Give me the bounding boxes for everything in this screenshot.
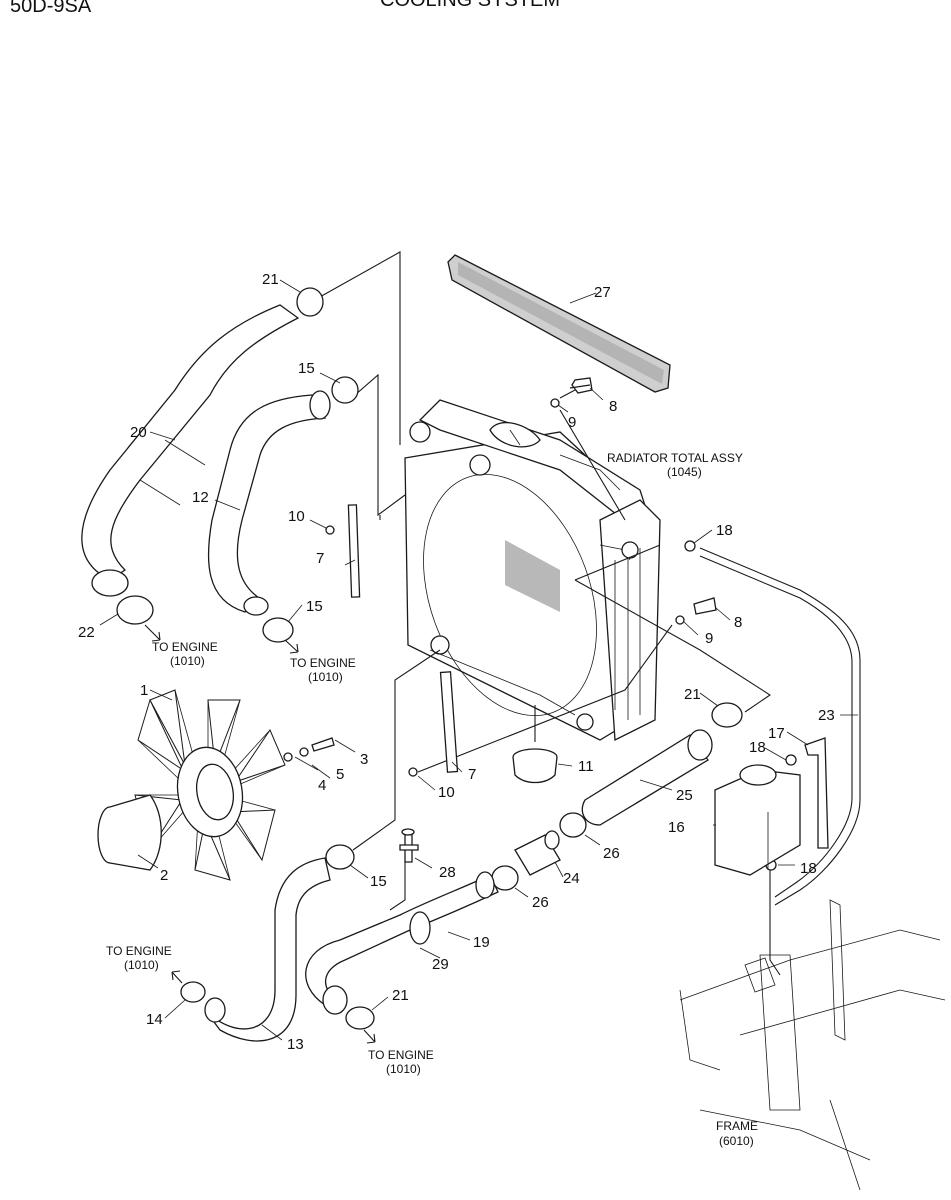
part-label-8b: 8 (734, 614, 742, 631)
lower-hose-part (204, 857, 331, 1042)
part-label-5: 5 (336, 766, 344, 783)
radiator-assembly (404, 399, 661, 742)
radiator-hose-part (207, 390, 331, 616)
part-label-25: 25 (676, 787, 693, 804)
fastener-parts (283, 377, 797, 871)
part-label-11: 11 (578, 758, 594, 775)
fan-part (134, 689, 286, 881)
overflow-hose-part (699, 547, 861, 906)
bolt-part (399, 828, 419, 863)
bracket-part (347, 504, 459, 773)
to-engine-ref-4: (1010) (386, 1062, 421, 1076)
callout-lines (99, 279, 858, 1041)
frame-label: FRAME (716, 1119, 758, 1133)
part-label-16: 16 (668, 819, 685, 836)
part-label-12: 12 (192, 489, 209, 506)
part-label-4: 4 (318, 777, 326, 794)
to-engine-ref-1: (1010) (170, 654, 205, 668)
part-label-15a: 15 (298, 360, 315, 377)
part-label-17: 17 (768, 725, 785, 742)
radiator-assy-label: RADIATOR TOTAL ASSY (607, 451, 743, 465)
direction-arrows (144, 624, 376, 1044)
to-engine-ref-2: (1010) (308, 670, 343, 684)
frame-ref: (6010) (719, 1134, 754, 1148)
part-label-8a: 8 (609, 398, 617, 415)
hose-clamp-part (116, 287, 743, 1030)
part-label-13: 13 (287, 1036, 304, 1053)
part-label-24: 24 (563, 870, 580, 887)
leader-lines (317, 251, 781, 976)
part-label-9b: 9 (705, 630, 713, 647)
upper-hose-part (81, 304, 300, 597)
part-label-14: 14 (146, 1011, 163, 1028)
to-engine-ref-3: (1010) (124, 958, 159, 972)
part-label-2: 2 (160, 867, 168, 884)
part-label-18a: 18 (716, 522, 733, 539)
to-engine-label-3: TO ENGINE (106, 944, 172, 958)
part-label-15c: 15 (370, 873, 387, 890)
reservoir-hose-part (581, 729, 713, 826)
annotations: RADIATOR TOTAL ASSY (1045) TO ENGINE (10… (106, 451, 758, 1148)
part-label-18c: 18 (800, 860, 817, 877)
part-label-26a: 26 (532, 894, 549, 911)
part-label-10b: 10 (438, 784, 455, 801)
part-label-22: 22 (78, 624, 95, 641)
cushion-part (512, 748, 558, 784)
radiator-assy-ref: (1045) (667, 465, 702, 479)
part-label-20: 20 (130, 424, 147, 441)
part-label-7a: 7 (316, 550, 324, 567)
radiator-seal-part (447, 254, 671, 393)
part-labels: 1 2 3 4 5 7 7 8 8 9 9 10 10 11 12 13 14 … (78, 271, 835, 1053)
part-label-19: 19 (473, 934, 490, 951)
part-label-21b: 21 (684, 686, 701, 703)
part-label-1: 1 (140, 682, 148, 699)
part-label-28: 28 (439, 864, 456, 881)
to-engine-label-2: TO ENGINE (290, 656, 356, 670)
fan-guard-part (97, 794, 162, 871)
part-label-29: 29 (432, 956, 449, 973)
header-model: 50D-9SA (10, 0, 92, 17)
reservoir-tank-part (714, 764, 801, 876)
part-label-18b: 18 (749, 739, 766, 756)
header-title: COOLING SYSTEM (380, 0, 560, 11)
tank-hose-part (804, 737, 829, 849)
part-label-23: 23 (818, 707, 835, 724)
to-engine-label-4: TO ENGINE (368, 1048, 434, 1062)
to-engine-label-1: TO ENGINE (152, 640, 218, 654)
part-label-21a: 21 (262, 271, 279, 288)
part-label-10a: 10 (288, 508, 305, 525)
part-label-15b: 15 (306, 598, 323, 615)
part-label-21c: 21 (392, 987, 409, 1004)
frame-part (679, 899, 946, 1191)
part-label-7b: 7 (468, 766, 476, 783)
part-label-26b: 26 (603, 845, 620, 862)
part-label-3: 3 (360, 751, 368, 768)
pipe-part (514, 830, 561, 876)
part-label-27: 27 (594, 284, 611, 301)
part-label-9a: 9 (568, 414, 576, 431)
water-hose-part (305, 871, 499, 1015)
